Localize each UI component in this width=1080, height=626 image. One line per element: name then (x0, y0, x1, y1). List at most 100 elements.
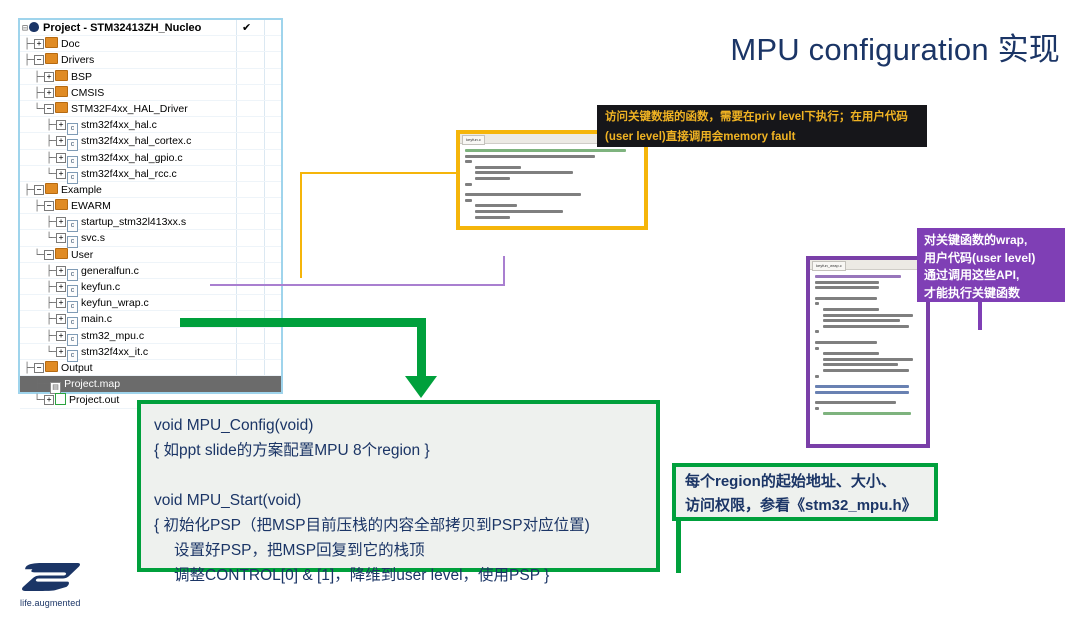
tree-row-project-map[interactable]: ├──▤Project.map (20, 376, 281, 395)
callout-black-line2: (user level)直接调用会memory fault (605, 131, 796, 143)
code-tab-keyfun[interactable]: keyfun.c (462, 135, 485, 145)
tree-stem-icon: ├─ (46, 136, 57, 148)
tree-item-label: CMSIS (71, 86, 105, 99)
project-tree-panel[interactable]: ⊟Project - STM32413ZH_Nucleo ✔ ├─+Doc├─−… (18, 18, 283, 409)
callout-purple-line4: 才能执行关键函数 (924, 285, 1021, 300)
tree-stem-icon: └─ (34, 249, 45, 261)
source-file-icon: c (67, 123, 79, 136)
code-window-keyfun-wrap[interactable]: keyfun_wrap.c (806, 256, 930, 448)
tree-row-root[interactable]: ⊟Project - STM32413ZH_Nucleo ✔ (20, 20, 281, 37)
tree-row-cmsis[interactable]: ├─+CMSIS (20, 85, 281, 101)
code-line (815, 296, 878, 300)
source-file-icon: c (67, 220, 79, 233)
tree-expander-icon[interactable]: + (56, 168, 67, 179)
tree-expander-root[interactable]: ⊟ (22, 23, 28, 34)
tree-expander-icon[interactable]: − (34, 184, 45, 195)
code-tab-keyfun-wrap[interactable]: keyfun_wrap.c (812, 261, 846, 271)
source-file-icon: c (67, 139, 79, 152)
tree-stem-icon: ├─ (34, 71, 45, 83)
tree-row-ewarm[interactable]: ├─−EWARM (20, 198, 281, 215)
tree-expander-icon[interactable]: + (56, 298, 67, 309)
tree-item-label: Project.map (64, 378, 121, 391)
tree-item-label: keyfun_wrap.c (81, 297, 149, 310)
code-line (815, 330, 820, 334)
tree-expander-icon[interactable]: + (34, 39, 45, 50)
code-line (465, 149, 626, 152)
tree-row-bsp[interactable]: ├─+BSP (20, 69, 281, 85)
code-line (823, 412, 911, 416)
tree-expander-icon[interactable]: − (34, 362, 45, 373)
tree-expander-icon[interactable]: + (56, 282, 67, 292)
tree-expander-icon[interactable]: + (56, 217, 67, 228)
code-line (465, 193, 581, 197)
mpu-config-body: { 如ppt slide的方案配置MPU 8个region } (154, 442, 430, 459)
code-line (815, 374, 820, 378)
tree-row-doc[interactable]: ├─+Doc (20, 36, 281, 53)
tree-stem-icon: └─ (46, 346, 57, 358)
folder-icon (45, 360, 59, 372)
tree-row-example[interactable]: ├─−Example (20, 182, 281, 199)
code-tabbar-keyfun[interactable]: keyfun.c (460, 134, 644, 145)
tree-expander-icon[interactable]: + (56, 314, 67, 325)
tree-row-output[interactable]: ├─−Output (20, 360, 281, 377)
tree-expander-icon[interactable]: + (56, 346, 67, 357)
connector-wrap-horizontal (210, 284, 505, 286)
code-line (475, 165, 521, 169)
tree-row-user[interactable]: └─−User (20, 247, 281, 263)
source-file-icon: c (67, 333, 79, 346)
tree-expander-icon[interactable]: + (56, 120, 67, 131)
mpu-start-body-2: 设置好PSP，把MSP回复到它的栈顶 (174, 542, 425, 559)
callout-purple-line3: 通过调用这些API, (924, 268, 1020, 282)
tree-expander-icon[interactable]: − (34, 55, 45, 66)
page-title: MPU configuration 实现 (730, 32, 1060, 67)
folder-icon (45, 182, 59, 194)
tree-stem-icon: ├─ (34, 201, 45, 213)
folder-icon (55, 247, 69, 259)
output-file-icon (55, 393, 67, 406)
tree-stem-icon: └─ (46, 168, 57, 180)
code-line (823, 307, 879, 311)
tree-item-label: stm32f4xx_hal_cortex.c (81, 135, 192, 148)
tree-row-stm32f4xx-hal-driver[interactable]: └─−STM32F4xx_HAL_Driver (20, 101, 281, 118)
folder-icon (55, 69, 69, 81)
tree-expander-icon[interactable]: − (44, 249, 55, 260)
source-file-icon: c (67, 268, 79, 281)
tree-row-drivers[interactable]: ├─−Drivers (20, 52, 281, 69)
tree-expander-icon[interactable]: + (56, 152, 67, 163)
tree-expander-icon[interactable]: + (56, 265, 67, 276)
code-line (815, 280, 880, 284)
tree-item-label: svc.s (81, 232, 105, 245)
tree-expander-icon[interactable]: + (56, 233, 67, 244)
code-line (465, 182, 472, 186)
code-tabbar-keyfun-wrap[interactable]: keyfun_wrap.c (810, 260, 926, 271)
tree-stem-icon: ├─ (46, 314, 57, 326)
callout-green-line2: 访问权限，参看《stm32_mpu.h》 (685, 497, 917, 514)
tree-expander-icon[interactable]: + (44, 87, 55, 98)
callout-purple-line2: 用户代码(user level) (924, 250, 1036, 265)
tree-expander-icon[interactable]: + (56, 136, 67, 147)
mpu-start-body-1: { 初始化PSP（把MSP目前压栈的内容全部拷贝到PSP对应位置) (154, 517, 590, 534)
source-file-icon: c (67, 236, 79, 249)
tree-expander-icon[interactable]: + (44, 71, 55, 82)
tree-item-label: main.c (81, 313, 112, 326)
tree-item-label: STM32F4xx_HAL_Driver (71, 102, 188, 115)
tree-expander-icon[interactable]: + (56, 330, 67, 341)
connector-wrap-vertical (503, 256, 505, 286)
tree-expander-icon[interactable]: + (44, 395, 55, 406)
st-logo: life.augmented (20, 562, 108, 614)
tree-item-label: stm32f4xx_hal_gpio.c (81, 151, 183, 164)
tree-expander-icon[interactable]: − (44, 103, 55, 114)
tree-expander-icon[interactable]: − (44, 201, 55, 212)
